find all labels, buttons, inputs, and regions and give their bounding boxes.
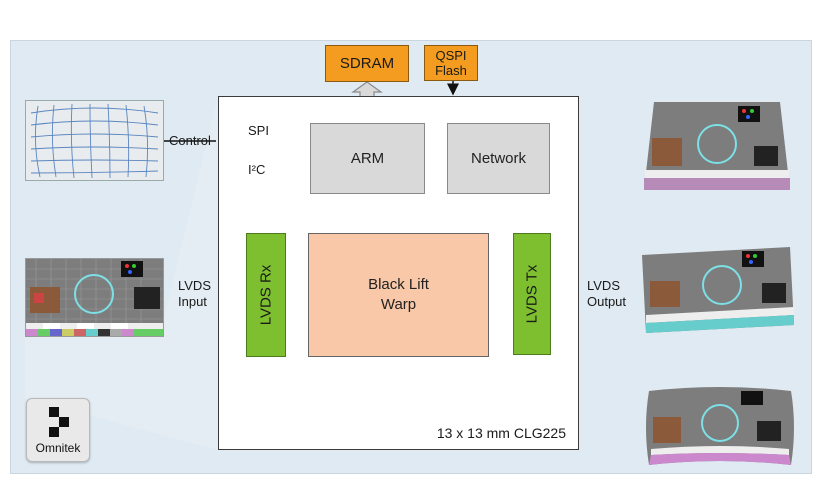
output-test-card-keystone	[642, 98, 792, 194]
distortion-grid-image	[25, 100, 164, 181]
network-label: Network	[470, 149, 526, 167]
warp-label: Warp	[380, 296, 417, 313]
output-test-card-tilted	[640, 245, 796, 335]
black-lift-warp-block: Black Lift Warp	[308, 233, 489, 357]
black-lift-label: Black Lift	[368, 276, 429, 293]
i2c-label: I²C	[248, 162, 266, 177]
sdram-block: SDRAM	[325, 45, 409, 82]
output-test-card-curved	[645, 385, 795, 471]
omnitek-logo-mark	[49, 407, 69, 437]
package-label: 13 x 13 mm CLG225	[436, 425, 566, 441]
lvds-rx-label: LVDS Rx	[257, 264, 275, 326]
omnitek-logo-text: Omnitek	[35, 441, 81, 455]
flash-label: Flash	[435, 63, 467, 78]
spi-label: SPI	[248, 123, 269, 138]
omnitek-logo: Omnitek	[26, 398, 90, 462]
control-label: Control	[169, 133, 211, 148]
arm-label: ARM	[350, 149, 385, 167]
qspi-label: QSPI	[435, 48, 467, 63]
lvds-tx-block: LVDS Tx	[513, 233, 551, 355]
input-test-card-image	[25, 258, 164, 337]
arm-block: ARM	[310, 123, 425, 194]
lvds-tx-label: LVDS Tx	[523, 264, 541, 324]
projection-fan	[25, 96, 218, 450]
network-block: Network	[447, 123, 550, 194]
lvds-rx-block: LVDS Rx	[246, 233, 286, 357]
qspi-flash-block: QSPI Flash	[424, 45, 478, 81]
sdram-label: SDRAM	[339, 54, 395, 72]
